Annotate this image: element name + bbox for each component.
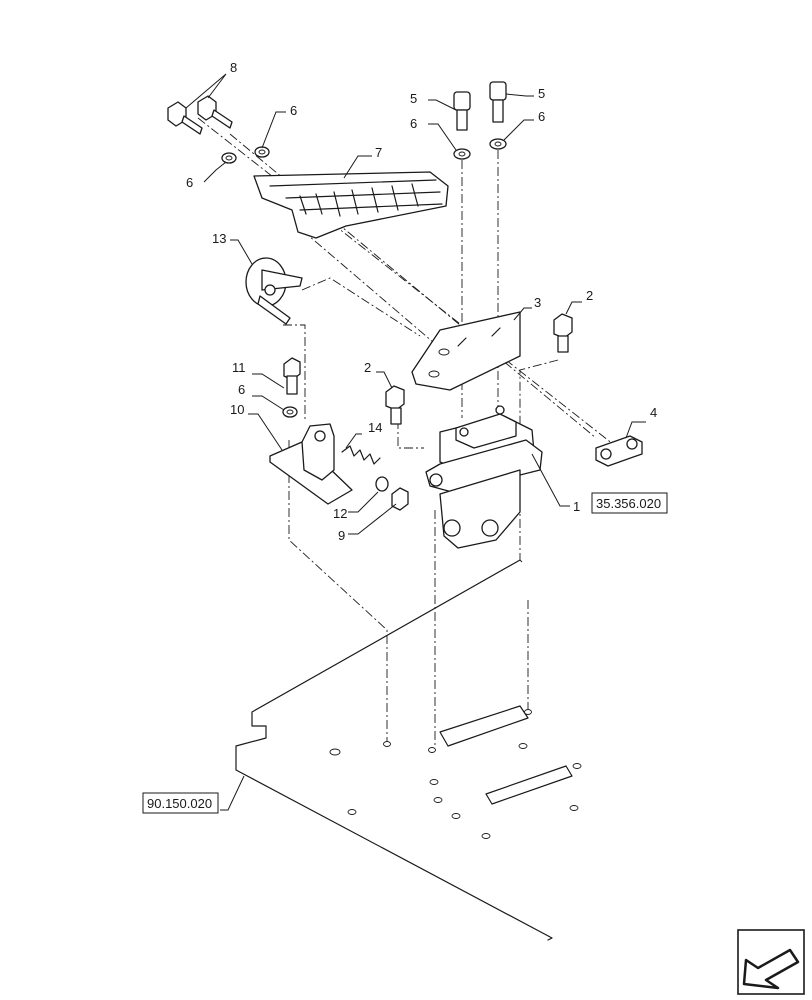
hex-bolts: [385, 313, 573, 425]
link-plate: [595, 435, 643, 467]
callout-8: 8: [230, 60, 237, 75]
mounting-bracket: [411, 311, 521, 391]
callout-11: 11: [232, 360, 246, 375]
switch-assembly: [245, 257, 303, 325]
floor-holes: [329, 709, 582, 839]
callout-14: 14: [368, 420, 382, 435]
callout-2-left: 2: [364, 360, 371, 375]
next-page-arrow-icon[interactable]: [737, 929, 805, 995]
reference-valve-label: 35.356.020: [596, 496, 661, 511]
reference-floor[interactable]: 90.150.020: [142, 792, 219, 814]
foot-pedal: [253, 171, 449, 239]
callout-5-left: 5: [410, 91, 417, 106]
callout-7: 7: [375, 145, 382, 160]
brake-valve: [425, 405, 543, 549]
spring-washer-nut: [341, 445, 409, 511]
pedal-support-bracket: [269, 357, 353, 505]
callout-5-right: 5: [538, 86, 545, 101]
callout-6-bracket: 6: [238, 382, 245, 397]
bolt-pair: [167, 95, 233, 135]
callout-9: 9: [338, 528, 345, 543]
callout-1: 1: [573, 499, 580, 514]
callout-6-washer-upper: 6: [290, 103, 297, 118]
callout-leaders: [185, 73, 646, 811]
callout-2-right: 2: [586, 288, 593, 303]
callout-6-left: 6: [410, 116, 417, 131]
callout-6-washer-lower: 6: [186, 175, 193, 190]
reference-floor-label: 90.150.020: [147, 796, 212, 811]
callout-4: 4: [650, 405, 657, 420]
cap-screws: [453, 81, 507, 160]
callout-6-right: 6: [538, 109, 545, 124]
callout-3: 3: [534, 295, 541, 310]
reference-valve[interactable]: 35.356.020: [591, 492, 668, 514]
floor-plate: [235, 559, 582, 941]
callout-10: 10: [230, 402, 244, 417]
callout-13: 13: [212, 231, 226, 246]
callout-12: 12: [333, 506, 347, 521]
callout-labels: 8 6 6 7 5 6 5 6 13 3 2 2 4 1 11 6 10 14 …: [186, 60, 657, 543]
